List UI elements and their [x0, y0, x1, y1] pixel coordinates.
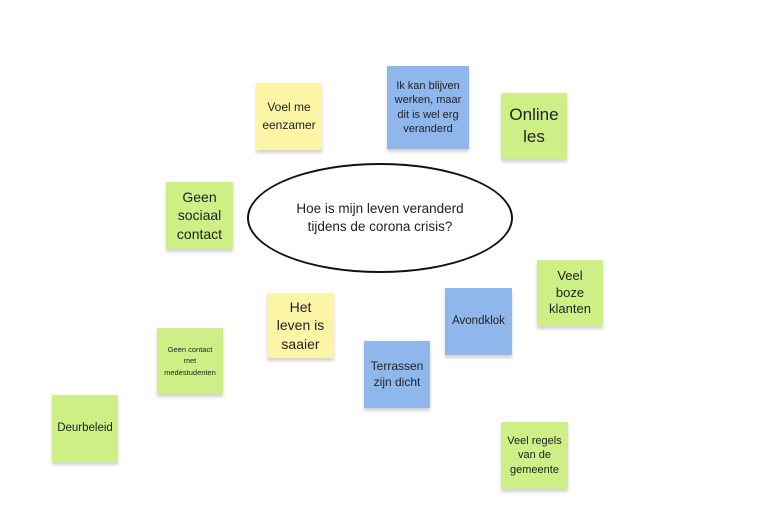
sticky-note-veel-boze-klanten[interactable]: Veel boze klanten [537, 260, 603, 326]
sticky-note-veel-regels-van-de-gemeente[interactable]: Veel regels van de gemeente [501, 422, 568, 489]
sticky-note-voel-me-eenzamer[interactable]: Voel me eenzamer [256, 83, 322, 150]
sticky-note-geen-contact-met-medestudenten[interactable]: Geen contact met medestudenten [157, 328, 223, 394]
sticky-note-deurbeleid[interactable]: Deurbeleid [52, 395, 118, 462]
center-question-ellipse[interactable]: Hoe is mijn leven veranderd tijdens de c… [247, 163, 513, 273]
sticky-note-avondklok[interactable]: Avondklok [445, 288, 512, 355]
sticky-note-geen-sociaal-contact[interactable]: Geen sociaal contact [166, 182, 233, 249]
sticky-note-terrassen-zijn-dicht[interactable]: Terrassen zijn dicht [364, 341, 430, 408]
sticky-note-online-les[interactable]: Online les [501, 93, 567, 159]
sticky-note-ik-kan-blijven-werken[interactable]: Ik kan blijven werken, maar dit is wel e… [387, 66, 469, 149]
sticky-note-het-leven-is-saaier[interactable]: Het leven is saaier [267, 293, 334, 358]
